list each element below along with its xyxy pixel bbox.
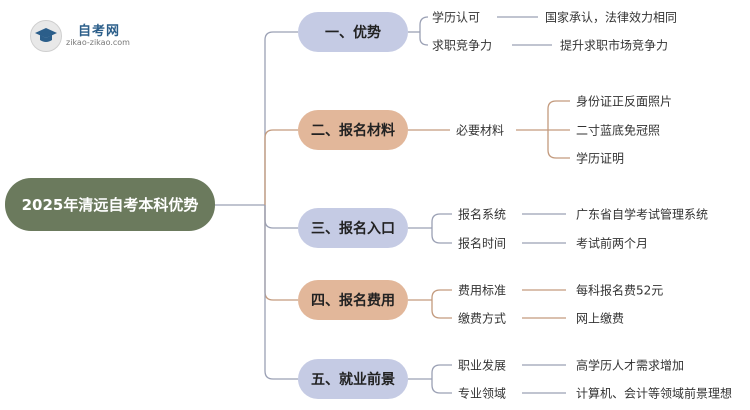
detail-item: 网上缴费 <box>576 311 625 326</box>
branch-fees: 四、报名费用 <box>298 280 408 320</box>
logo-name: 自考网 <box>78 24 121 39</box>
connector-line <box>264 205 298 301</box>
detail-item: 广东省自学考试管理系统 <box>576 207 709 222</box>
sub-topic: 报名系统 <box>458 207 507 222</box>
logo-url: zikao-zikao.com <box>66 38 130 47</box>
sub-topic: 必要材料 <box>456 123 505 138</box>
detail-item: 二寸蓝底免冠照 <box>576 123 661 138</box>
branch-materials: 二、报名材料 <box>298 110 408 150</box>
sub-topic: 缴费方式 <box>458 311 507 326</box>
detail-item: 学历证明 <box>576 151 625 166</box>
connector-line <box>264 129 298 205</box>
detail-item: 国家承认，法律效力相同 <box>545 10 678 25</box>
connector-line <box>264 31 298 205</box>
branch-advantages: 一、优势 <box>298 12 408 52</box>
sub-topic: 报名时间 <box>458 236 507 251</box>
sub-topic: 求职竞争力 <box>432 38 493 53</box>
sub-topic: 专业领域 <box>458 386 507 401</box>
detail-item: 身份证正反面照片 <box>576 94 673 109</box>
mindmap-root: 2025年清远自考本科优势 <box>5 178 215 231</box>
branch-career: 五、就业前景 <box>298 359 408 399</box>
connector-line <box>431 289 452 319</box>
detail-item: 高学历人才需求增加 <box>576 358 685 373</box>
graduation-cap-icon <box>30 20 62 52</box>
connector-line <box>431 364 452 394</box>
branch-entry: 三、报名入口 <box>298 208 408 248</box>
site-logo[interactable]: 自考网 zikao-zikao.com <box>30 18 140 52</box>
sub-topic: 学历认可 <box>432 10 481 25</box>
connector-line <box>431 213 452 244</box>
sub-topic: 费用标准 <box>458 283 507 298</box>
connector-line <box>419 16 429 46</box>
connector-line <box>547 100 570 159</box>
detail-item: 计算机、会计等领域前景理想 <box>576 386 733 401</box>
connector-line <box>264 205 298 380</box>
sub-topic: 职业发展 <box>458 358 507 373</box>
detail-item: 每科报名费52元 <box>576 283 664 298</box>
detail-item: 提升求职市场竞争力 <box>560 38 669 53</box>
connector-line <box>264 205 298 229</box>
detail-item: 考试前两个月 <box>576 236 649 251</box>
